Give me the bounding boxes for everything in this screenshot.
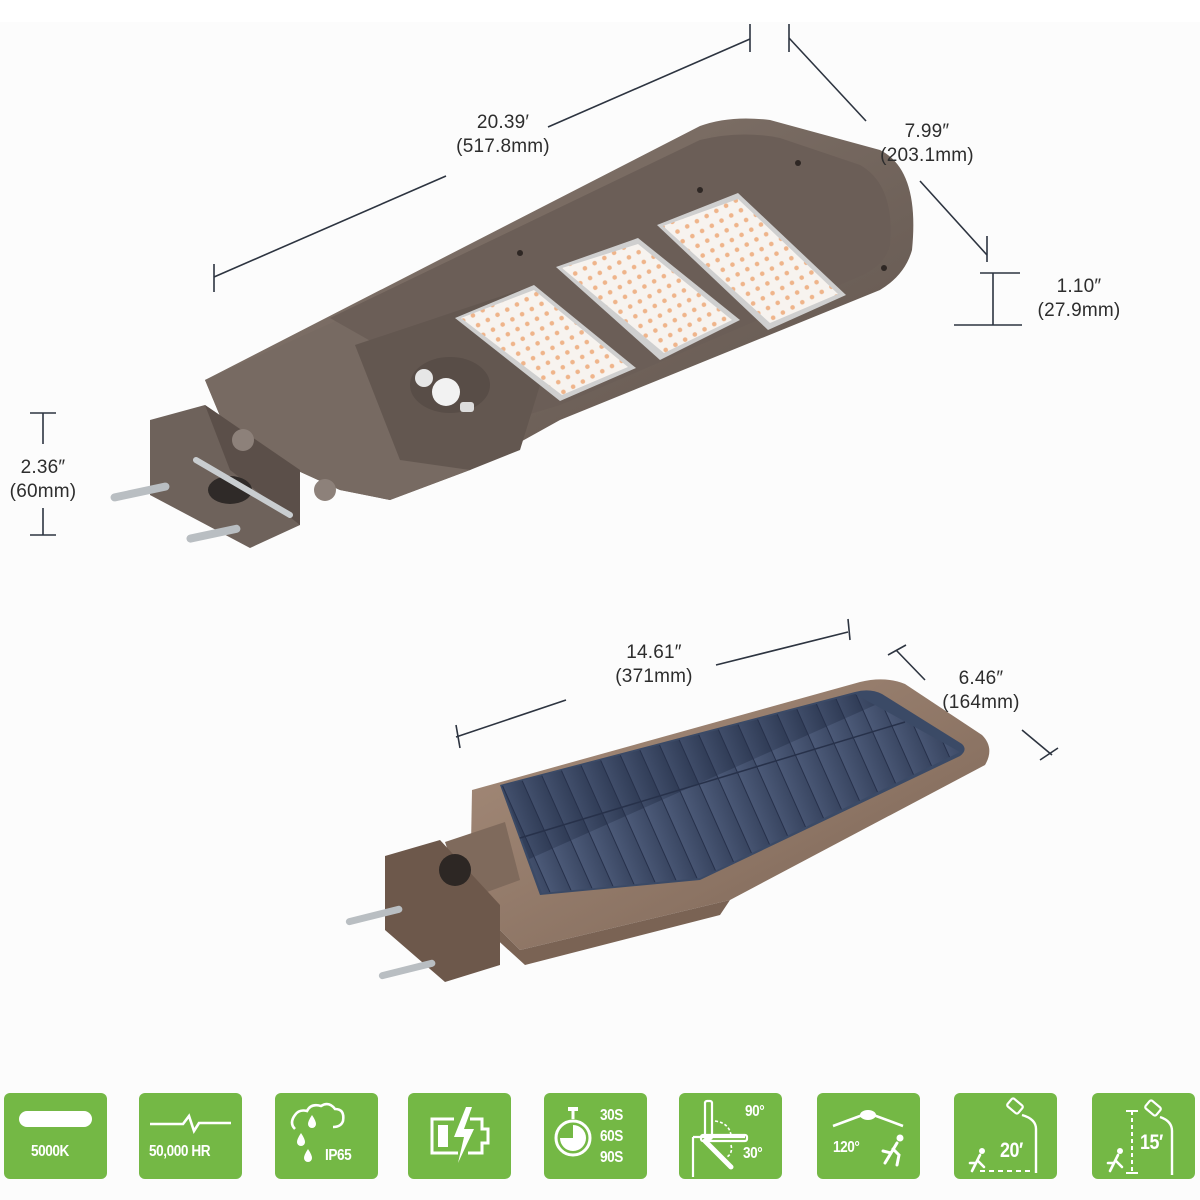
rain-cloud-icon bbox=[290, 1102, 345, 1162]
badge-label: 5000K bbox=[31, 1143, 69, 1160]
thickness-metric: (27.9mm) bbox=[1037, 300, 1121, 321]
bracket-height-imperial: 2.36″ bbox=[20, 457, 66, 478]
led-bar-icon bbox=[19, 1111, 92, 1127]
badge-label: 15′ bbox=[1140, 1131, 1163, 1154]
solar-dimension-lines bbox=[455, 618, 1059, 761]
badge-detection-distance: 20′ bbox=[954, 1093, 1057, 1179]
top-dimension-lines bbox=[30, 24, 1022, 536]
badge-tilt: 90° 30° bbox=[679, 1093, 782, 1179]
timer-options: 30S 60S 90S bbox=[600, 1105, 623, 1168]
bracket-height-metric: (60mm) bbox=[9, 481, 77, 502]
badge-sensor-angle: 120° bbox=[817, 1093, 920, 1179]
tilt-angle-icon bbox=[691, 1099, 749, 1177]
lifespan-pulse-icon bbox=[150, 1113, 231, 1135]
feature-badge-row: 5000K 50,000 HR IP65 bbox=[0, 1093, 1200, 1179]
tilt-max: 90° bbox=[745, 1103, 765, 1120]
solar-width-dimension-label: 6.46″ (164mm) bbox=[925, 667, 1037, 715]
badge-battery bbox=[408, 1093, 511, 1179]
led-fixture-illustration bbox=[110, 118, 914, 548]
badge-mounting-height: 15′ bbox=[1092, 1093, 1195, 1179]
width-dimension-label: 7.99″ (203.1mm) bbox=[862, 120, 992, 168]
thickness-imperial: 1.10″ bbox=[1056, 276, 1102, 297]
badge-label: IP65 bbox=[325, 1147, 352, 1164]
motion-sensor-angle-icon bbox=[832, 1110, 904, 1167]
badge-label: 120° bbox=[833, 1139, 860, 1156]
solar-length-imperial: 14.61″ bbox=[626, 642, 682, 663]
badge-label: 20′ bbox=[1000, 1139, 1023, 1162]
badge-lifespan: 50,000 HR bbox=[139, 1093, 242, 1179]
width-metric: (203.1mm) bbox=[880, 145, 974, 166]
solar-width-metric: (164mm) bbox=[942, 692, 1020, 713]
tilt-min: 30° bbox=[743, 1145, 763, 1162]
width-imperial: 7.99″ bbox=[904, 121, 950, 142]
badge-color-temp: 5000K bbox=[4, 1093, 107, 1179]
led-panels bbox=[455, 193, 846, 401]
badge-timer: 30S 60S 90S bbox=[544, 1093, 647, 1179]
top-margin bbox=[0, 0, 1200, 22]
timer-option: 30S bbox=[600, 1107, 623, 1124]
solar-length-dimension-label: 14.61″ (371mm) bbox=[594, 641, 714, 689]
thickness-dimension-label: 1.10″ (27.9mm) bbox=[1022, 275, 1136, 323]
detection-distance-icon bbox=[968, 1097, 1038, 1173]
bracket-height-dimension-label: 2.36″ (60mm) bbox=[0, 456, 86, 504]
timer-option: 60S bbox=[600, 1128, 623, 1145]
mounting-height-icon bbox=[1106, 1099, 1174, 1175]
length-imperial: 20.39′ bbox=[476, 112, 530, 133]
timer-option: 90S bbox=[600, 1149, 623, 1166]
stopwatch-icon bbox=[554, 1107, 592, 1157]
solar-fixture-illustration bbox=[345, 679, 990, 982]
badge-label: 50,000 HR bbox=[149, 1143, 211, 1160]
solar-width-imperial: 6.46″ bbox=[958, 668, 1004, 689]
length-metric: (517.8mm) bbox=[456, 136, 550, 157]
battery-charge-icon bbox=[430, 1107, 490, 1163]
solar-length-metric: (371mm) bbox=[615, 666, 693, 687]
badge-ip-rating: IP65 bbox=[275, 1093, 378, 1179]
length-dimension-label: 20.39′ (517.8mm) bbox=[438, 111, 568, 159]
